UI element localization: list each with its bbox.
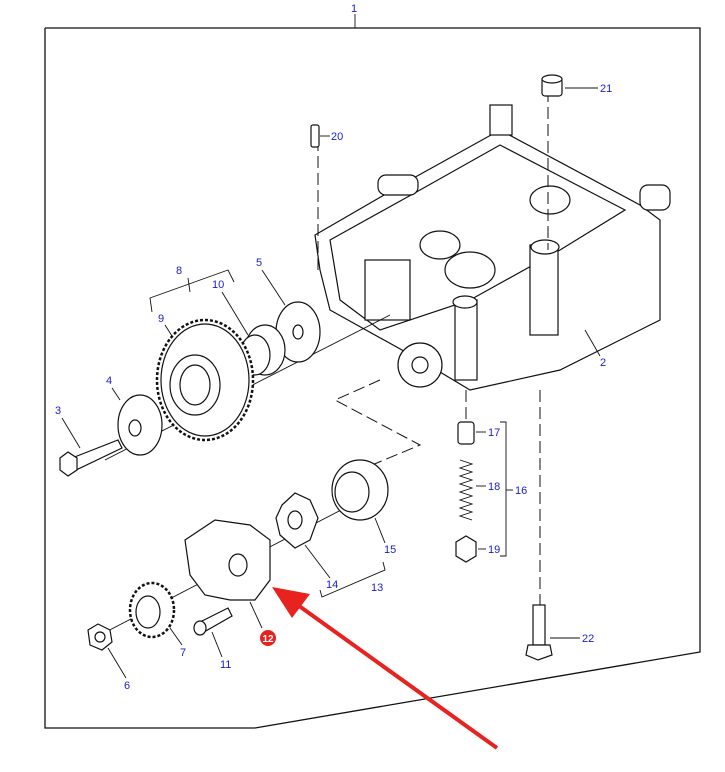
label-22: 22 xyxy=(582,633,594,645)
pump-housing xyxy=(314,104,671,391)
part-3-bolt xyxy=(59,439,123,477)
axis-13 xyxy=(333,379,422,471)
svg-text:12: 12 xyxy=(262,634,274,645)
label-13: 13 xyxy=(371,582,383,594)
part-22-bolt xyxy=(525,604,553,661)
label-1: 1 xyxy=(351,3,357,15)
label-2: 2 xyxy=(600,357,606,369)
part-18-spring xyxy=(458,459,474,521)
label-4: 4 xyxy=(106,375,112,387)
part-21-sleeve xyxy=(541,74,563,97)
label-6: 6 xyxy=(124,680,130,692)
leader-lines xyxy=(61,87,601,679)
label-21: 21 xyxy=(600,83,612,95)
label-11: 11 xyxy=(220,659,231,671)
label-16: 16 xyxy=(515,485,527,497)
label-9: 9 xyxy=(158,313,164,325)
part-17-plunger xyxy=(457,421,475,445)
label-12-highlighted: 12 xyxy=(260,630,276,646)
part-9-gear xyxy=(155,318,255,442)
part-12-pump-cover xyxy=(184,519,271,601)
label-20: 20 xyxy=(331,131,343,143)
label-8: 8 xyxy=(176,265,182,277)
label-17: 17 xyxy=(488,427,500,439)
part-15-outer-rotor xyxy=(331,459,389,521)
label-19: 19 xyxy=(488,544,500,556)
part-14-inner-rotor xyxy=(275,492,319,549)
label-18: 18 xyxy=(488,481,500,493)
part-11-bolt xyxy=(193,607,233,636)
diagram-frame xyxy=(44,27,701,729)
part-6-nut xyxy=(87,623,113,651)
label-10: 10 xyxy=(212,279,224,291)
part-7-sprocket xyxy=(128,581,176,639)
label-15: 15 xyxy=(384,544,396,556)
bracket-8 xyxy=(149,269,235,313)
label-7: 7 xyxy=(180,647,186,659)
part-4-washer xyxy=(117,394,163,456)
red-pointer-arrow xyxy=(272,587,499,750)
label-14: 14 xyxy=(326,579,338,591)
label-3: 3 xyxy=(55,405,61,417)
bracket-13 xyxy=(319,561,386,598)
bracket-16 xyxy=(500,421,507,557)
label-5: 5 xyxy=(256,257,262,269)
part-19-plug xyxy=(455,535,477,563)
part-20-pin xyxy=(310,124,320,148)
